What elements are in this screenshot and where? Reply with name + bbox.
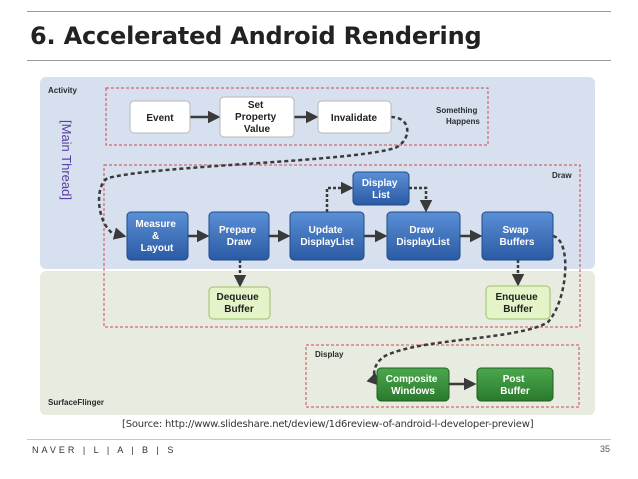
something-happens-label-2: Happens (446, 117, 480, 126)
footer-rule (27, 439, 611, 440)
svg-text:Dequeue Buffer: Dequeue Buffer (216, 292, 261, 315)
source-citation: [Source: http://www.slideshare.net/devie… (122, 419, 534, 430)
node-prepare-draw: Prepare Draw (208, 211, 270, 261)
svg-text:Prepare Draw: Prepare Draw (219, 225, 259, 248)
display-group-label: Display (315, 350, 344, 359)
something-happens-label-1: Something (436, 106, 477, 115)
node-swap-buffers: Swap Buffers (481, 211, 554, 261)
svg-text:Measure & Layout: Measure & Layout (135, 219, 178, 254)
svg-text:Display List: Display List (362, 178, 400, 201)
display-group (305, 344, 580, 408)
surfaceflinger-label: SurfaceFlinger (48, 398, 104, 407)
draw-group-label: Draw (552, 171, 572, 180)
arrow-displaylist-to-draw (409, 186, 433, 213)
svg-text:Swap Buffers: Swap Buffers (499, 225, 534, 248)
slide-title: 6. Accelerated Android Rendering (30, 22, 482, 50)
title-underline (27, 60, 611, 61)
node-draw-displaylist: Draw DisplayList (386, 211, 461, 261)
svg-text:Invalidate: Invalidate (331, 113, 378, 124)
svg-text:Update DisplayList: Update DisplayList (300, 225, 354, 248)
surfaceflinger-region (40, 271, 595, 415)
svg-text:Event: Event (146, 113, 174, 124)
node-post-buffer: Post Buffer (476, 367, 554, 402)
node-display-list: Display List (352, 171, 410, 206)
node-set-property-value: Set Property Value (219, 96, 295, 138)
node-enqueue-buffer: Enqueue Buffer (485, 285, 551, 320)
connectors (97, 110, 567, 391)
svg-text:Composite Windows: Composite Windows (386, 374, 440, 397)
node-composite-windows: Composite Windows (376, 367, 450, 402)
activity-label: Activity (48, 86, 77, 95)
main-thread-label: [Main Thread] (59, 120, 74, 200)
node-invalidate: Invalidate (317, 100, 392, 134)
arrow-update-to-displaylist (325, 181, 354, 212)
svg-text:Draw DisplayList: Draw DisplayList (396, 225, 450, 248)
node-event: Event (129, 100, 191, 134)
something-happens-group (105, 87, 489, 146)
node-dequeue-buffer: Dequeue Buffer (208, 286, 271, 320)
node-update-displaylist: Update DisplayList (289, 211, 365, 261)
naver-labs-logo: NAVER | L | A | B | S (32, 445, 177, 455)
arrow-swap-to-composite (366, 234, 567, 386)
draw-group (103, 164, 581, 328)
svg-text:Post Buffer: Post Buffer (500, 374, 530, 397)
top-rule (27, 11, 611, 12)
node-measure-layout: Measure & Layout (126, 211, 189, 261)
arrow-invalidate-to-measure (97, 115, 409, 240)
svg-text:Enqueue Buffer: Enqueue Buffer (495, 292, 540, 315)
page-number: 35 (599, 444, 610, 454)
svg-text:Set Property Value: Set Property Value (235, 100, 279, 135)
